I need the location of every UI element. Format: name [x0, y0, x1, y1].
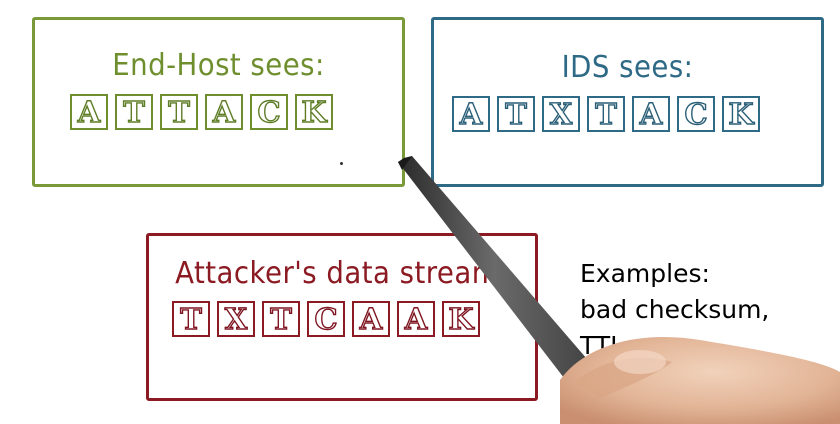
letter-text: T	[505, 96, 528, 131]
examples-note: Examples: bad checksum, TTL	[580, 256, 769, 364]
letter-text: K	[728, 96, 755, 131]
letter-box: A	[205, 94, 243, 130]
letter-text: T	[123, 94, 146, 129]
letter-text: A	[359, 301, 383, 336]
letter-box: T	[587, 96, 625, 132]
letter-text: T	[168, 94, 191, 129]
attacker-panel: Attacker's data stream: T X T C A A K	[146, 233, 538, 401]
letter-box: T	[160, 94, 198, 130]
examples-line-checksum: bad checksum,	[580, 295, 770, 324]
letter-box: A	[452, 96, 490, 132]
letter-text: A	[459, 96, 483, 131]
attacker-letters: T X T C A A K	[172, 301, 480, 337]
letter-box: A	[397, 301, 435, 337]
letter-box: K	[722, 96, 760, 132]
letter-box: A	[632, 96, 670, 132]
letter-box: X	[542, 96, 580, 132]
letter-box: A	[70, 94, 108, 130]
letter-box: T	[262, 301, 300, 337]
letter-box: T	[115, 94, 153, 130]
stray-dot	[340, 162, 343, 165]
letter-box: T	[172, 301, 210, 337]
letter-box: C	[250, 94, 288, 130]
end-host-panel: End-Host sees: A T T A C K	[32, 17, 405, 187]
letter-text: A	[212, 94, 236, 129]
examples-heading: Examples:	[580, 259, 710, 288]
letter-text: X	[224, 301, 248, 336]
ids-title: IDS sees:	[561, 50, 694, 85]
letter-text: A	[77, 94, 101, 129]
letter-text: X	[549, 96, 573, 131]
ids-panel: IDS sees: A T X T A C K	[431, 17, 824, 187]
letter-text: K	[448, 301, 475, 336]
letter-box: A	[352, 301, 390, 337]
letter-text: C	[684, 96, 708, 131]
letter-text: T	[595, 96, 618, 131]
attacker-title: Attacker's data stream:	[175, 256, 509, 291]
letter-text: T	[270, 301, 293, 336]
letter-box: K	[295, 94, 333, 130]
letter-text: C	[314, 301, 338, 336]
letter-text: K	[301, 94, 328, 129]
ids-letters: A T X T A C K	[452, 96, 760, 132]
examples-line-ttl: TTL	[580, 331, 625, 360]
letter-box: X	[217, 301, 255, 337]
letter-box: C	[307, 301, 345, 337]
letter-text: A	[404, 301, 428, 336]
letter-text: C	[257, 94, 281, 129]
end-host-letters: A T T A C K	[70, 94, 333, 130]
letter-text: A	[639, 96, 663, 131]
letter-box: C	[677, 96, 715, 132]
letter-box: T	[497, 96, 535, 132]
letter-text: T	[180, 301, 203, 336]
letter-box: K	[442, 301, 480, 337]
end-host-title: End-Host sees:	[112, 48, 325, 83]
